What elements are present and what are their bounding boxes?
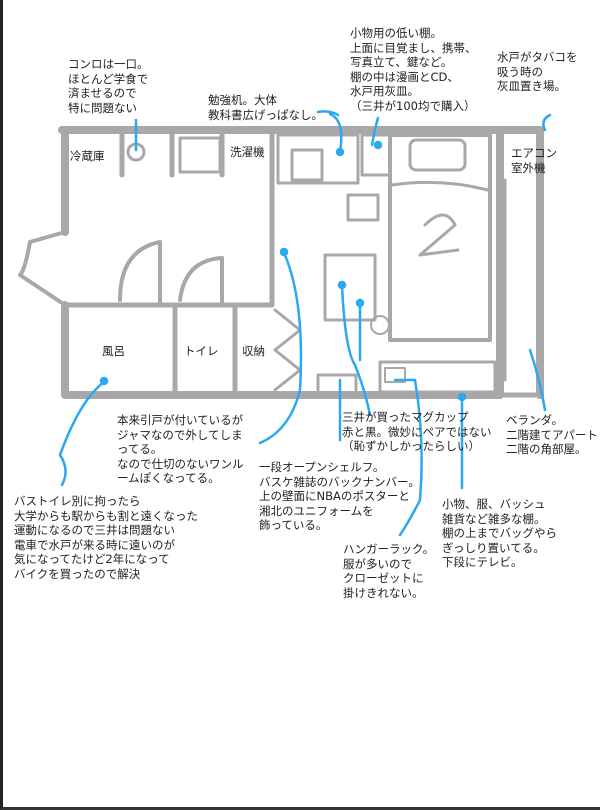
note-stove: コンロは一口。 ほとんど学食で 済ませるので 特に問題ない <box>68 57 149 115</box>
note-desk: 勉強机。大体 教科書広げっぱなし。 <box>208 93 323 122</box>
entrance-door <box>18 230 67 307</box>
note-mugs: 三井が買ったマグカップ 赤と黒。微妙にペアではない （恥ずかしかったらしい） <box>342 410 492 454</box>
room-label-fridge: 冷蔵庫 <box>70 149 105 163</box>
open-shelf <box>273 308 302 392</box>
pillow <box>408 138 467 172</box>
misc-shelf <box>378 360 497 394</box>
low-table <box>323 253 377 322</box>
door-arc <box>118 240 224 307</box>
hanger-rack <box>316 373 358 395</box>
note-ashtray: 水戸がタバコを 吸う時の 灰皿置き場。 <box>497 50 578 94</box>
note-sliding-door: 本来引戸が付いているが ジャマなので外してしま ってる。 なので仕切のないワンル… <box>117 413 244 486</box>
note-low-shelf: 小物用の低い棚。 上面に目覚まし、携帯、 写真立て、鍵など。 棚の中は漫画とCD… <box>350 26 477 113</box>
room-label-bath: 風呂 <box>102 344 125 358</box>
note-bath-toilet: バストイレ別に拘ったら 大学からも駅からも割と遠くなった 運動になるので三井は問… <box>14 494 198 581</box>
cushion <box>346 193 380 222</box>
note-misc-shelf: 小物、服、バッシュ 雑貨など雑多な棚。 棚の上までバッグやら ぎっしり置いてる。… <box>442 497 557 570</box>
note-veranda: ベランダ。 二階建てアパート 二階の角部屋。 <box>506 413 598 457</box>
outer-wall <box>58 126 544 399</box>
note-open-shelf: 一段オープンシェルフ。 バスケ雑誌のバックナンバー。 上の壁面にNBAのポスター… <box>259 460 420 533</box>
low-shelf <box>360 133 392 177</box>
desk-chair <box>290 148 324 182</box>
basketball <box>370 315 390 335</box>
blanket <box>390 180 490 192</box>
sink <box>178 136 222 174</box>
note-hanger-rack: ハンガーラック。 服が多いので クローゼットに 掛けきれない。 <box>343 542 435 600</box>
room-label-washer: 洗濯機 <box>230 145 265 159</box>
desk <box>276 133 360 185</box>
bed <box>388 133 492 342</box>
leader-lines <box>58 110 552 537</box>
interior-wall <box>62 127 543 398</box>
room-label-ac-unit: エアコン 室外機 <box>511 146 557 175</box>
room-label-toilet: トイレ <box>184 344 219 358</box>
room-label-storage: 収納 <box>242 344 265 358</box>
